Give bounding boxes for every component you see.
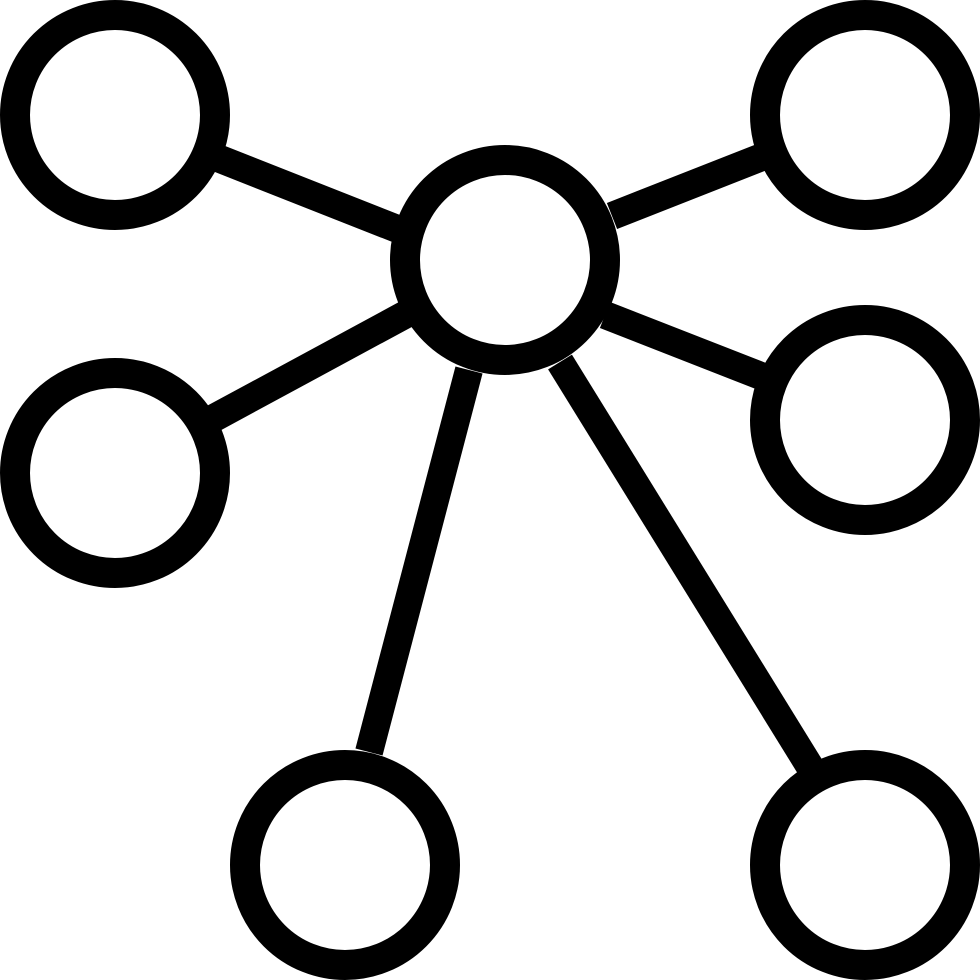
node-top-left: [0, 0, 230, 230]
connector-mid-right: [599, 301, 772, 392]
node-top-right: [750, 0, 980, 230]
node-bottom-right: [750, 750, 980, 980]
connector-bottom-right: [548, 354, 824, 778]
connector-lines: [207, 143, 824, 778]
connector-top-right: [606, 143, 768, 230]
connector-bottom-left: [355, 366, 483, 756]
node-mid-left: [0, 358, 230, 588]
connector-top-left: [209, 143, 406, 244]
connector-mid-left: [207, 299, 417, 431]
node-hub: [390, 145, 620, 375]
node-mid-right: [750, 305, 980, 535]
node-bottom-left: [230, 750, 460, 980]
